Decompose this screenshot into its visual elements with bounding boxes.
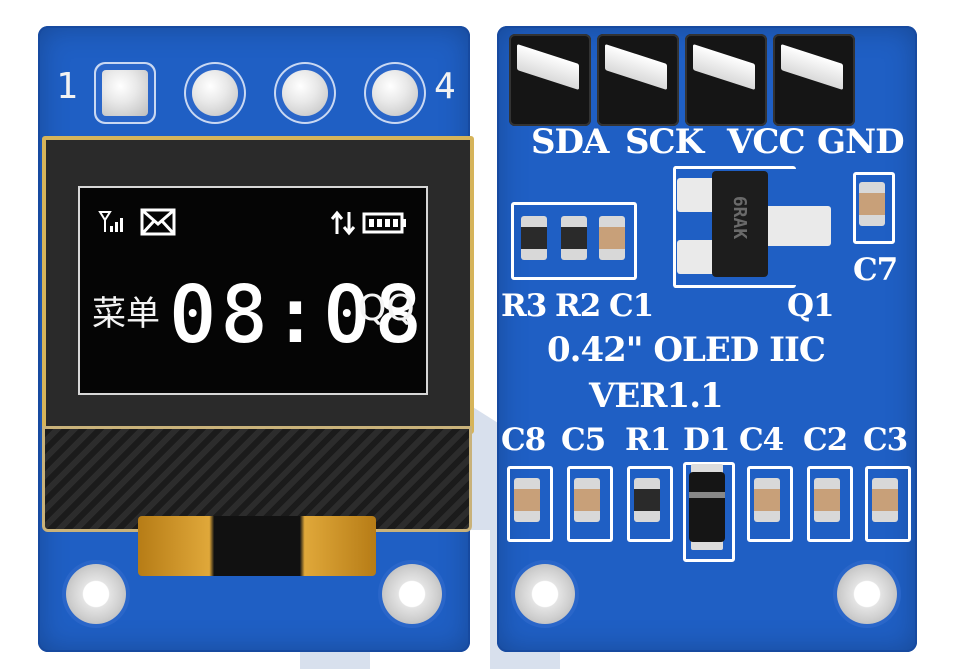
mount-hole-left [66,564,126,624]
oled-module-front: 1 4 [38,26,474,652]
transistor-marking: 6RAK [729,195,751,240]
pin-number-1: 1 [56,66,78,107]
mount-hole-right-back [837,564,897,624]
resistor-r2 [561,216,587,260]
resistor-r1 [634,478,660,522]
capacitor-c5 [574,478,600,522]
pin-pad-4 [372,70,418,116]
capacitor-c8 [514,478,540,522]
label-c8: C8 [501,422,546,458]
clock-time: 08:08 [167,267,425,364]
capacitor-c1 [599,216,625,260]
header-pin-sck [597,34,679,126]
label-c7: C7 [853,252,898,288]
qq-text: QQ [358,288,415,329]
label-r3: R3 [501,288,547,324]
label-r1: R1 [625,422,671,458]
outline-q1 [673,166,796,288]
header-pin-sda [509,34,591,126]
label-c3: C3 [863,422,908,458]
pin-pad-1 [102,70,148,116]
mount-hole-right [382,564,442,624]
outline-c7 [853,172,895,244]
label-c1: C1 [609,288,654,324]
label-sck: SCK [625,122,704,162]
mount-hole-left-back [515,564,575,624]
capacitor-c7 [859,182,885,226]
mail-icon [140,208,176,236]
pin-number-4: 4 [434,66,456,107]
header-pin-vcc [685,34,767,126]
pin-pad-2 [192,70,238,116]
signal-icon [98,211,123,232]
transfer-arrows-icon [330,210,356,236]
oled-display-glass: 菜单 08:08 QQ [42,136,474,434]
label-sda: SDA [531,122,609,162]
label-d1: D1 [683,422,730,458]
label-gnd: GND [817,122,905,162]
capacitor-c3 [872,478,898,522]
label-q1: Q1 [787,288,835,324]
menu-text: 菜单 [92,294,160,334]
flex-connector [138,516,376,576]
outline-r3-r2-c1 [511,202,637,280]
label-r2: R2 [555,288,601,324]
label-c2: C2 [803,422,848,458]
oled-module-back: SDA SCK VCC GND R3 R2 C1 6RAK Q1 C7 0.42… [497,26,917,652]
header-pin-gnd [773,34,855,126]
battery-icon [362,212,406,234]
capacitor-c2 [814,478,840,522]
pin-pad-3 [282,70,328,116]
capacitor-c4 [754,478,780,522]
label-c4: C4 [739,422,784,458]
board-title: 0.42" OLED IIC [547,330,826,370]
board-version: VER1.1 [589,376,724,416]
label-c5: C5 [561,422,606,458]
oled-screen: 菜单 08:08 QQ [78,186,428,395]
resistor-r3 [521,216,547,260]
transistor-q1: 6RAK [712,171,768,277]
diode-d1 [689,472,725,542]
label-vcc: VCC [727,122,806,162]
